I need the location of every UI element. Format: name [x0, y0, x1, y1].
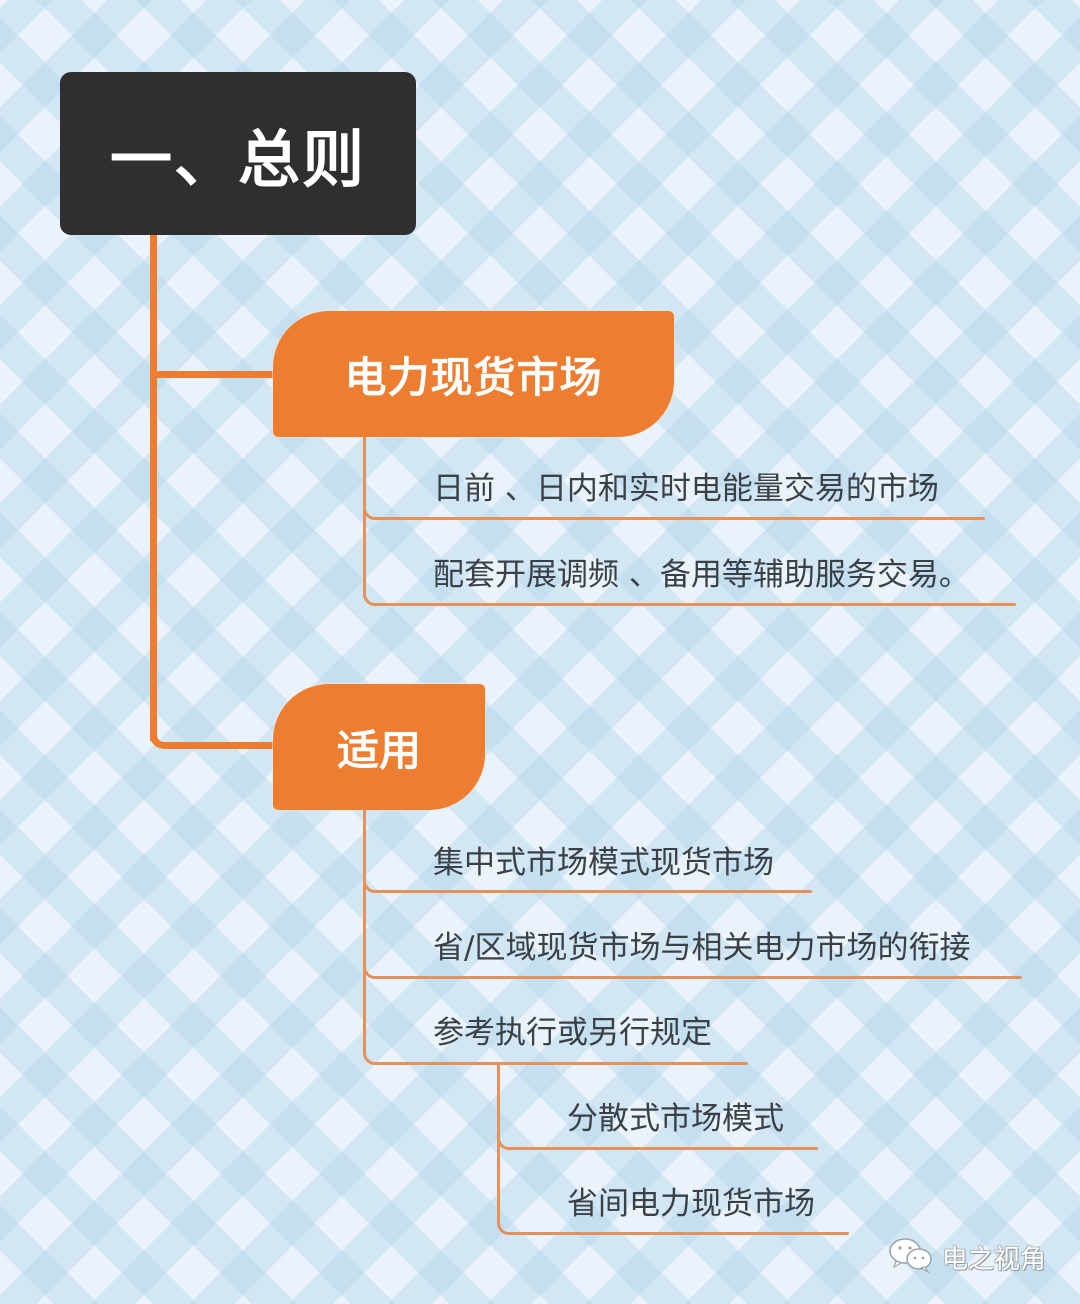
leaf-day-ahead-market[interactable]: 日前 、日内和实时电能量交易的市场 [433, 471, 939, 507]
level3-child1-underline [509, 1147, 818, 1150]
watermark: 电之视角 [888, 1236, 1046, 1278]
main-trunk-connector [150, 235, 157, 741]
branch2-child2-curve [363, 959, 377, 979]
branch2-child3-curve [363, 1045, 377, 1065]
leaf-decentralized-market[interactable]: 分散式市场模式 [567, 1101, 784, 1137]
level3-child2-curve [497, 1215, 511, 1235]
leaf-reference-execution[interactable]: 参考执行或另行规定 [433, 1015, 712, 1051]
branch1-child-connector-lower [363, 510, 366, 592]
branch2-child1-curve [363, 873, 377, 893]
leaf-regional-market-link[interactable]: 省/区域现货市场与相关电力市场的衔接 [433, 930, 971, 966]
watermark-label: 电之视角 [942, 1244, 1047, 1275]
branch1-child2-curve [363, 586, 377, 606]
branch-label: 适用 [336, 725, 421, 775]
branch-connector-2 [150, 722, 274, 749]
wechat-icon [888, 1236, 934, 1278]
root-label: 一、总则 [109, 122, 366, 196]
leaf-centralized-market[interactable]: 集中式市场模式现货市场 [433, 845, 774, 881]
branch-node-applicable[interactable]: 适用 [273, 684, 485, 810]
branch2-child2-underline [375, 976, 1022, 979]
level3-child2-underline [509, 1232, 849, 1235]
leaf-inter-provincial-market[interactable]: 省间电力现货市场 [567, 1186, 815, 1222]
branch1-child1-underline [375, 517, 985, 520]
branch2-child1-underline [375, 890, 812, 893]
branch-node-spot-market[interactable]: 电力现货市场 [273, 311, 674, 437]
branch2-child3-underline [375, 1062, 748, 1065]
root-node[interactable]: 一、总则 [60, 72, 416, 235]
branch-label: 电力现货市场 [344, 352, 603, 402]
branch1-child-connector [363, 437, 366, 507]
leaf-ancillary-services[interactable]: 配套开展调频 、备用等辅助服务交易。 [433, 557, 970, 593]
branch-connector-1 [150, 371, 274, 378]
branch2-child-connector [363, 810, 366, 1052]
level3-child1-curve [497, 1130, 511, 1150]
branch1-child2-underline [375, 603, 1016, 606]
